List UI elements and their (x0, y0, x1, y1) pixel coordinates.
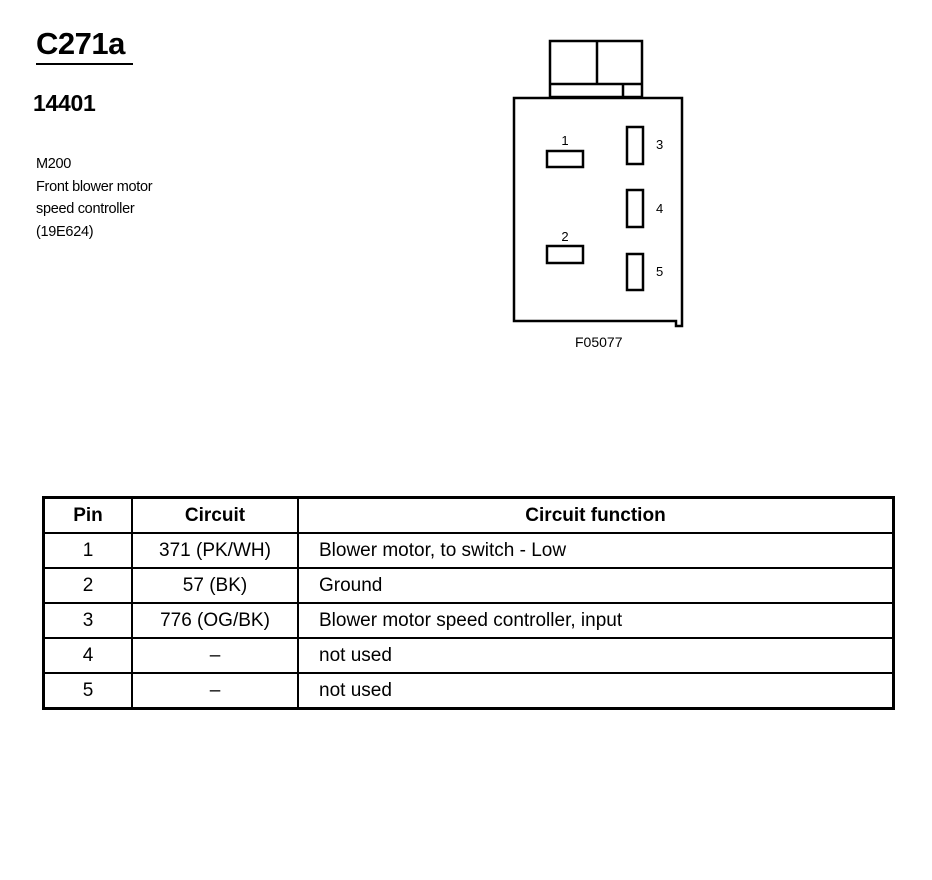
description-line: M200 (36, 156, 72, 172)
circuit-cell: – (131, 672, 299, 710)
part-number: 14401 (33, 90, 96, 116)
circuit-column-header: Circuit (131, 496, 299, 534)
table-row: 1 371 (PK/WH) Blower motor, to switch - … (42, 532, 895, 569)
pin-1-label: 1 (561, 133, 568, 148)
pin-3-label: 3 (656, 137, 663, 152)
circuit-cell: 57 (BK) (131, 567, 299, 604)
description-line: Front blower motor (36, 178, 153, 195)
pin-3-cavity (625, 125, 645, 166)
circuit-cell: 371 (PK/WH) (131, 532, 299, 569)
description-line: (19E624) (36, 223, 94, 240)
pin-cell: 3 (42, 602, 133, 639)
pin-cell: 5 (42, 672, 133, 710)
function-cell: Blower motor speed controller, input (297, 602, 895, 639)
pin-4-label: 4 (656, 201, 663, 216)
figure-code: F05077 (575, 334, 623, 350)
component-description: M200 Front blower motor speed controller… (36, 153, 153, 243)
connector-face-diagram: 1 2 3 4 5 (512, 39, 684, 328)
function-column-header: Circuit function (297, 496, 895, 534)
pin-4-cavity (625, 188, 645, 229)
function-cell: Blower motor, to switch - Low (297, 532, 895, 569)
connector-body (512, 96, 684, 328)
pin-5-cavity (625, 252, 645, 292)
pin-5-label: 5 (656, 264, 663, 279)
table-row: 5 – not used (42, 672, 895, 710)
pin-cell: 4 (42, 637, 133, 674)
pin-cell: 1 (42, 532, 133, 569)
pin-2-cavity (545, 244, 585, 265)
table-row: 4 – not used (42, 637, 895, 674)
function-cell: not used (297, 637, 895, 674)
pin-cell: 2 (42, 567, 133, 604)
connector-id: C271a (36, 26, 125, 61)
circuit-cell: 776 (OG/BK) (131, 602, 299, 639)
function-cell: Ground (297, 567, 895, 604)
pin-2-label: 2 (561, 229, 568, 244)
pin-1-cavity (545, 149, 585, 169)
pin-column-header: Pin (42, 496, 133, 534)
table-row: 3 776 (OG/BK) Blower motor speed control… (42, 602, 895, 639)
description-line: speed controller (36, 201, 135, 217)
circuit-cell: – (131, 637, 299, 674)
pinout-table: Pin Circuit Circuit function 1 371 (PK/W… (42, 496, 895, 710)
connector-id-underline (36, 63, 133, 65)
connector-latch (548, 39, 644, 99)
table-header-row: Pin Circuit Circuit function (42, 496, 895, 534)
function-cell: not used (297, 672, 895, 710)
table-row: 2 57 (BK) Ground (42, 567, 895, 604)
